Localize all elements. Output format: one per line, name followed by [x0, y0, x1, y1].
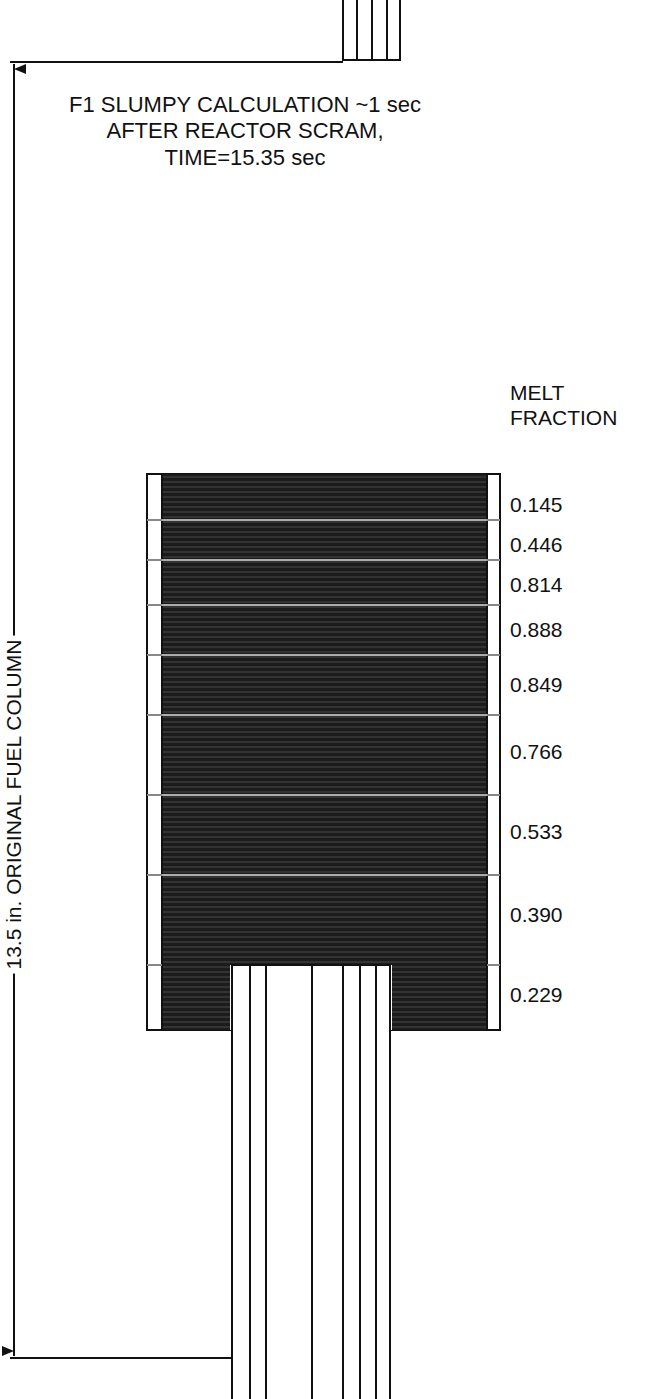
melt-fraction-value: 0.814 — [510, 572, 563, 597]
melt-block — [147, 474, 500, 1030]
melt-fraction-value: 0.145 — [510, 492, 563, 517]
figure-title: F1 SLUMPY CALCULATION ~1 sec AFTER REACT… — [55, 92, 435, 171]
melt-fraction-value: 0.849 — [510, 672, 563, 697]
melt-fraction-value: 0.888 — [510, 617, 563, 642]
column-heading: MELT FRACTION — [510, 380, 650, 430]
melt-fraction-value: 0.446 — [510, 532, 563, 557]
upper-pins — [343, 0, 400, 60]
melt-fraction-value: 0.533 — [510, 819, 563, 844]
lower-pins — [232, 965, 390, 1399]
melt-fraction-value: 0.390 — [510, 902, 563, 927]
melt-fraction-value: 0.766 — [510, 739, 563, 764]
melt-fraction-value: 0.229 — [510, 982, 563, 1007]
dimension-label: 13.5 in. ORIGINAL FUEL COLUMN — [1, 636, 26, 974]
